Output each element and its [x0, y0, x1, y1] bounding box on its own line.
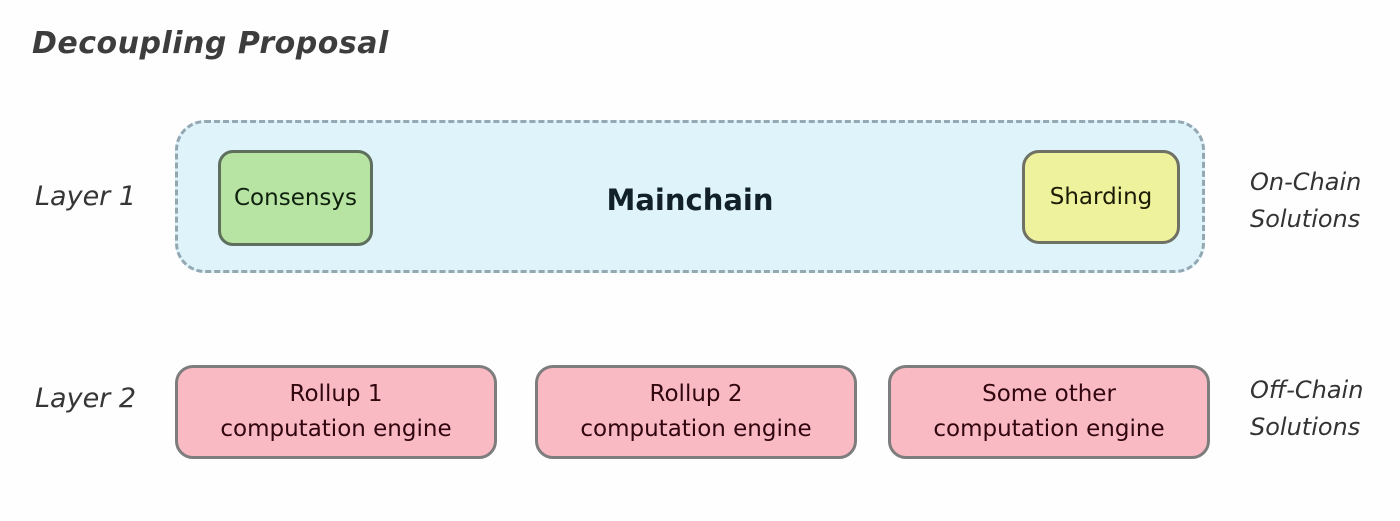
diagram-title: Decoupling Proposal [32, 26, 389, 61]
consensys-node: Consensys [218, 150, 373, 246]
onchain-note-line1: On-Chain [1250, 168, 1362, 196]
rollup2-node: Rollup 2 computation engine [535, 365, 857, 459]
rollup2-node-line1: Rollup 2 [649, 381, 743, 407]
rollup1-node-line2: computation engine [220, 416, 452, 442]
layer2-label: Layer 2 [35, 383, 137, 414]
layer1-label: Layer 1 [35, 181, 137, 212]
onchain-note-line2: Solutions [1250, 205, 1361, 233]
sharding-node: Sharding [1022, 150, 1180, 244]
offchain-note-line1: Off-Chain [1250, 376, 1364, 404]
rollup2-node-line2: computation engine [580, 416, 812, 442]
offchain-solutions-note: Off-Chain Solutions [1250, 372, 1363, 446]
some-other-engine-node: Some other computation engine [888, 365, 1210, 459]
consensys-node-label: Consensys [234, 185, 357, 211]
rollup1-node: Rollup 1 computation engine [175, 365, 497, 459]
mainchain-title: Mainchain [606, 183, 774, 217]
rollup1-node-line1: Rollup 1 [289, 381, 383, 407]
mainchain-container: Consensys Mainchain Sharding [175, 120, 1205, 273]
offchain-note-line2: Solutions [1250, 413, 1361, 441]
onchain-solutions-note: On-Chain Solutions [1250, 164, 1361, 238]
sharding-node-label: Sharding [1049, 184, 1153, 210]
some-other-engine-line1: Some other [982, 381, 1116, 407]
some-other-engine-line2: computation engine [933, 416, 1165, 442]
